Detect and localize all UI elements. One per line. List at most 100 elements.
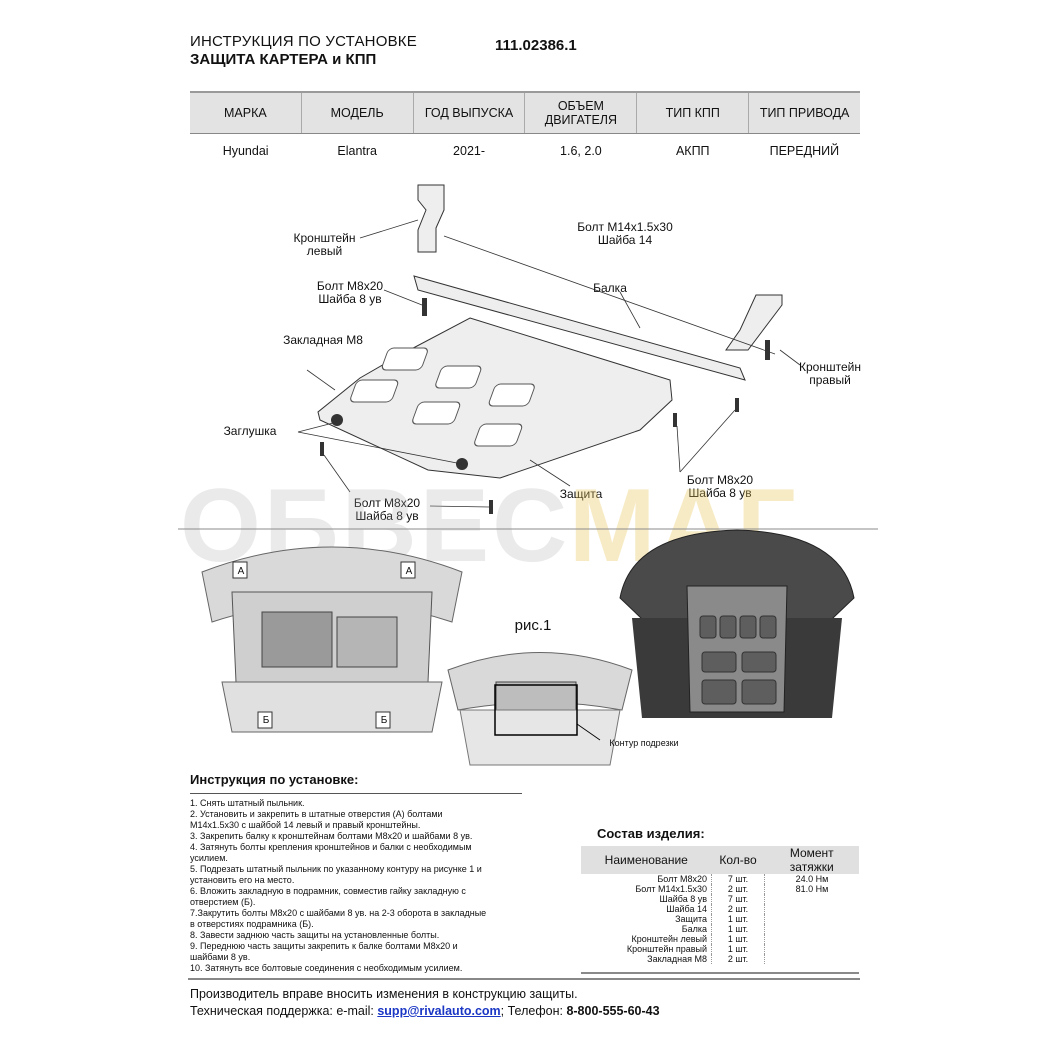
instruction-line: 4. Затянуть болты крепления кронштейнов … [190, 842, 472, 852]
spec-gearbox: АКПП [675, 144, 710, 158]
document-subtitle: ЗАЩИТА КАРТЕРА и КПП [190, 51, 377, 68]
shield-pocket-installed [701, 651, 737, 673]
exploded-assembly-drawing [297, 184, 801, 514]
composition-header-torque: Момент затяжки [764, 846, 859, 874]
shield-pocket [474, 423, 523, 447]
spec-header-brand: МАРКА [190, 91, 302, 134]
instruction-line: 1. Снять штатный пыльник. [190, 798, 305, 808]
phone-label: ; Телефон: [500, 1004, 563, 1018]
spec-header-gearbox: ТИП КПП [636, 91, 749, 134]
composition-header-row: Наименование Кол-во Момент затяжки [581, 846, 859, 874]
composition-header-name: Наименование [581, 846, 712, 874]
plug-shape [331, 414, 343, 426]
support-phone: 8-800-555-60-43 [566, 1004, 660, 1018]
engine-shape [261, 611, 333, 668]
bolt-shape [765, 340, 770, 360]
callout-beam: Балка [593, 281, 627, 295]
shield-pocket-installed [739, 615, 757, 639]
gearbox-shape [336, 616, 398, 668]
instruction-line: 8. Завести заднюю часть защиты на устано… [190, 930, 440, 940]
bolt-shape [673, 413, 677, 427]
cut-contour-outline [494, 684, 578, 736]
instructions-divider [190, 793, 522, 794]
instruction-line: 6. Вложить закладную в подрамник, совмес… [190, 886, 466, 896]
instructions-title: Инструкция по установке: [190, 772, 359, 787]
instruction-line: 2. Установить и закрепить в штатные отве… [190, 809, 443, 819]
spec-header-row: МАРКА МОДЕЛЬ ГОД ВЫПУСКА ОБЪЕМ ДВИГАТЕЛЯ… [190, 91, 860, 134]
shield-pocket [381, 347, 428, 371]
shield-pocket-installed [741, 679, 777, 705]
bolt-shape [489, 500, 493, 514]
spec-brand: Hyundai [222, 144, 269, 158]
bolt-shape [422, 298, 427, 316]
support-label: Техническая поддержка: e-mail: [190, 1004, 374, 1018]
instruction-line: шайбами 8 ув. [190, 952, 251, 962]
instruction-line: 7.Закрутить болты М8х20 с шайбами 8 ув. … [190, 908, 487, 918]
shield-pocket [435, 365, 482, 389]
figure-1-label: рис.1 [514, 617, 552, 634]
shield-pocket-installed [701, 679, 737, 705]
instruction-line: 10. Затянуть все болтовые соединения с н… [190, 963, 463, 973]
undercar-view-installation [201, 546, 463, 733]
support-email-link[interactable]: supp@rivalauto.com [377, 1004, 501, 1018]
beam-shape [413, 275, 746, 381]
instruction-line: в отверстиях подрамника (Б). [190, 919, 314, 929]
composition-header-qty: Кол-во [711, 846, 765, 874]
hole-b-marker [257, 711, 273, 729]
composition-table: Наименование Кол-во Момент затяжки Болт … [581, 846, 859, 964]
document-title: ИНСТРУКЦИЯ ПО УСТАНОВКЕ [190, 33, 417, 50]
fig1-subframe-shape [459, 709, 621, 766]
hole-a-label-left: А [237, 566, 245, 577]
shield-pocket-installed [759, 615, 777, 639]
spec-header-year: ГОД ВЫПУСКА [412, 91, 525, 134]
spec-header-drive: ТИП ПРИВОДА [748, 91, 860, 134]
spec-row: Hyundai Elantra 2021- 1.6, 2.0 АКПП ПЕРЕ… [190, 134, 860, 158]
shield-pocket-installed [741, 651, 777, 673]
instruction-line: 5. Подрезать штатный пыльник по указанно… [190, 864, 482, 874]
part-number: 111.02386.1 [495, 37, 577, 54]
callout-bracket-right: Кронштейн правый [799, 360, 861, 387]
callout-bracket-left: Кронштейн левый [293, 231, 356, 258]
spec-header-model: МОДЕЛЬ [300, 91, 414, 134]
callout-plug: Заглушка [223, 424, 277, 438]
instructions-list: 1. Снять штатный пыльник. 2. Установить … [190, 798, 520, 974]
spec-engine: 1.6, 2.0 [560, 144, 602, 158]
callout-cut-contour: Контур подрезки [609, 738, 679, 748]
bolt-shape [320, 442, 324, 456]
spec-drive: ПЕРЕДНИЙ [769, 144, 840, 158]
callout-nut-insert: Закладная М8 [283, 333, 363, 347]
composition-title: Состав изделия: [597, 826, 705, 841]
hole-b-label-right: Б [380, 715, 388, 726]
shield-pocket [412, 401, 461, 425]
hole-a-marker [400, 561, 416, 579]
hole-a-marker [232, 561, 248, 579]
installed-shield-view [619, 529, 855, 718]
watermark-divider [178, 528, 878, 530]
composition-divider [581, 972, 859, 974]
callout-shield: Защита [559, 487, 603, 501]
hole-b-marker [375, 711, 391, 729]
bolt-shape [735, 398, 739, 412]
shield-pocket [488, 383, 535, 407]
rear-subframe-shape [221, 681, 443, 733]
bracket-left-shape [417, 184, 445, 253]
instruction-line: 9. Переднюю часть защиты закрепить к бал… [190, 941, 458, 951]
instruction-line: М14х1.5х30 с шайбой 14 левый и правый кр… [190, 820, 421, 830]
instruction-line: 3. Закрепить балку к кронштейнам болтами… [190, 831, 473, 841]
hole-a-label-right: А [405, 566, 413, 577]
instruction-line: установить его на место. [190, 875, 295, 885]
shield-pocket [350, 379, 399, 403]
figure-1-drawing [447, 652, 633, 766]
